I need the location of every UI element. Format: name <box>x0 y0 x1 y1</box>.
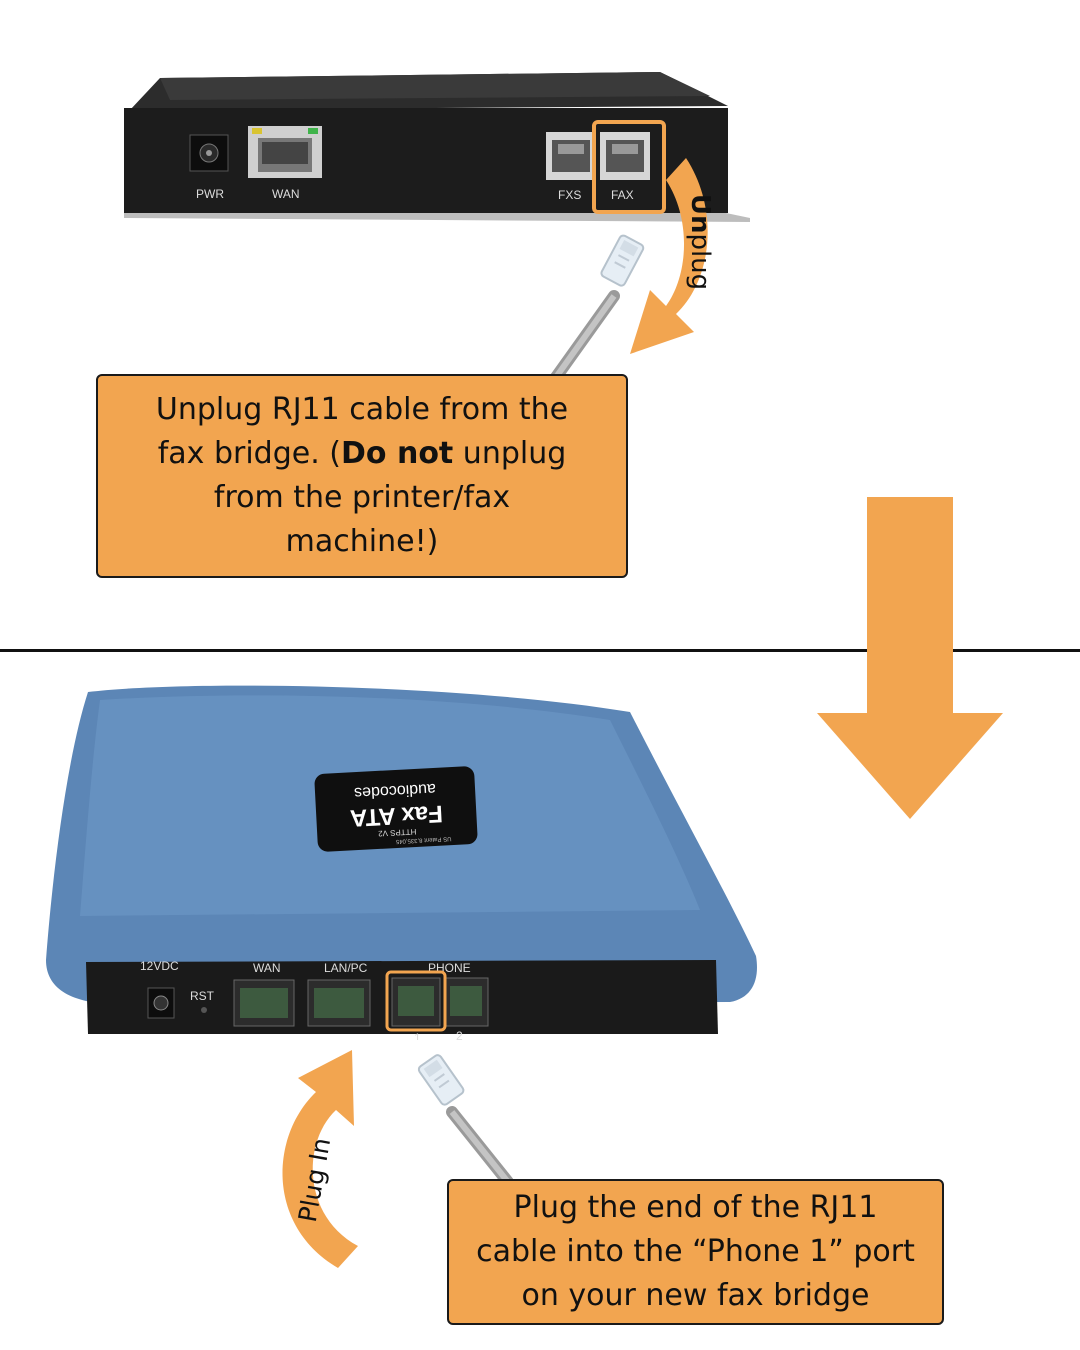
top-callout-line3: from the printer/fax <box>213 480 511 515</box>
rear-label-lan: LAN/PC <box>324 961 368 975</box>
badge-patent: US Patent 8,335,045 <box>395 835 452 844</box>
wan-port <box>248 126 322 178</box>
rear-label-wan: WAN <box>253 961 281 975</box>
rear-label-phone-2: 2 <box>456 1029 463 1040</box>
rear-power-jack <box>147 987 175 1019</box>
top-callout-line2: fax bridge. (Do not unplug <box>156 432 568 476</box>
fax-port-highlight <box>592 120 666 214</box>
top-callout-line4: machine!) <box>285 524 439 559</box>
port-label-pwr: PWR <box>196 187 224 201</box>
top-device-illustration: PWR WAN FXS FAX <box>124 72 750 380</box>
fax-port <box>600 132 650 180</box>
down-arrow <box>817 497 1003 819</box>
badge-brand: audiocodes <box>354 780 437 801</box>
rear-label-rst: RST <box>190 989 215 1003</box>
power-jack <box>189 134 229 172</box>
port-label-fxs: FXS <box>558 188 581 202</box>
fxs-port <box>546 132 596 180</box>
phone-1-port-highlight <box>385 970 447 1032</box>
unplug-arrow <box>630 158 708 354</box>
device-badge: Fax ATA HTTPS V2 audiocodes US Patent 8,… <box>314 766 478 852</box>
plug-in-arrow <box>282 1050 358 1268</box>
rj11-cable-bottom <box>417 1054 514 1188</box>
bottom-device-illustration: Fax ATA HTTPS V2 audiocodes US Patent 8,… <box>46 685 757 1040</box>
top-callout-warning: Do not <box>341 436 454 471</box>
bottom-callout-line1: Plug the end of the RJ11 <box>513 1190 878 1225</box>
rear-wan-port <box>233 979 295 1027</box>
port-label-wan: WAN <box>272 187 300 201</box>
bottom-callout-line2: cable into the “Phone 1” port <box>476 1234 915 1269</box>
top-callout-line2-pre: fax bridge. ( <box>157 436 341 471</box>
rear-label-phone-1: 1 <box>414 1031 421 1040</box>
unplug-label: Unplug <box>680 187 720 297</box>
top-instruction-callout: Unplug RJ11 cable from the fax bridge. (… <box>96 374 628 578</box>
bottom-instruction-callout: Plug the end of the RJ11 cable into the … <box>447 1179 944 1325</box>
rear-phone-1-port <box>391 977 441 1027</box>
rj11-cable-top <box>548 234 645 380</box>
top-callout-line2-post: unplug <box>453 436 567 471</box>
bottom-callout-line3: on your new fax bridge <box>521 1278 870 1313</box>
top-callout-line1: Unplug RJ11 cable from the <box>155 392 569 427</box>
rear-phone-2-port <box>443 977 489 1027</box>
port-label-fax: FAX <box>611 188 634 202</box>
section-divider <box>0 649 1080 652</box>
unplug-label-rest: plug <box>685 233 715 291</box>
badge-model-sub: HTTPS V2 <box>377 827 416 838</box>
reset-hole <box>201 1007 207 1013</box>
badge-model: Fax ATA <box>349 800 443 832</box>
rear-label-12vdc: 12VDC <box>140 959 179 973</box>
unplug-label-bold: Un <box>685 193 715 234</box>
rear-lan-port <box>307 979 371 1027</box>
